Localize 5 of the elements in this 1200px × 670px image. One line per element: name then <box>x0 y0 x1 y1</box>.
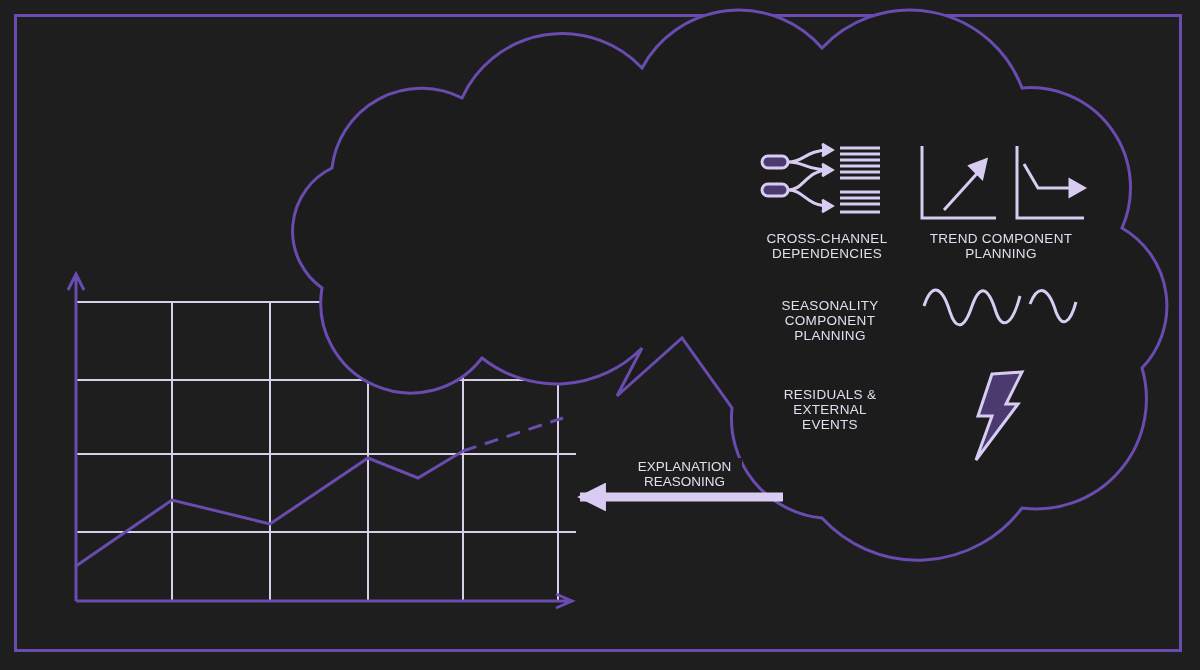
component-label: TREND COMPONENT PLANNING <box>928 231 1074 261</box>
arrow <box>577 482 783 512</box>
component-label: SEASONALITY COMPONENT PLANNING <box>780 298 880 343</box>
component-label: CROSS-CHANNEL DEPENDENCIES <box>765 231 889 261</box>
component-label: RESIDUALS & EXTERNAL EVENTS <box>782 387 878 432</box>
